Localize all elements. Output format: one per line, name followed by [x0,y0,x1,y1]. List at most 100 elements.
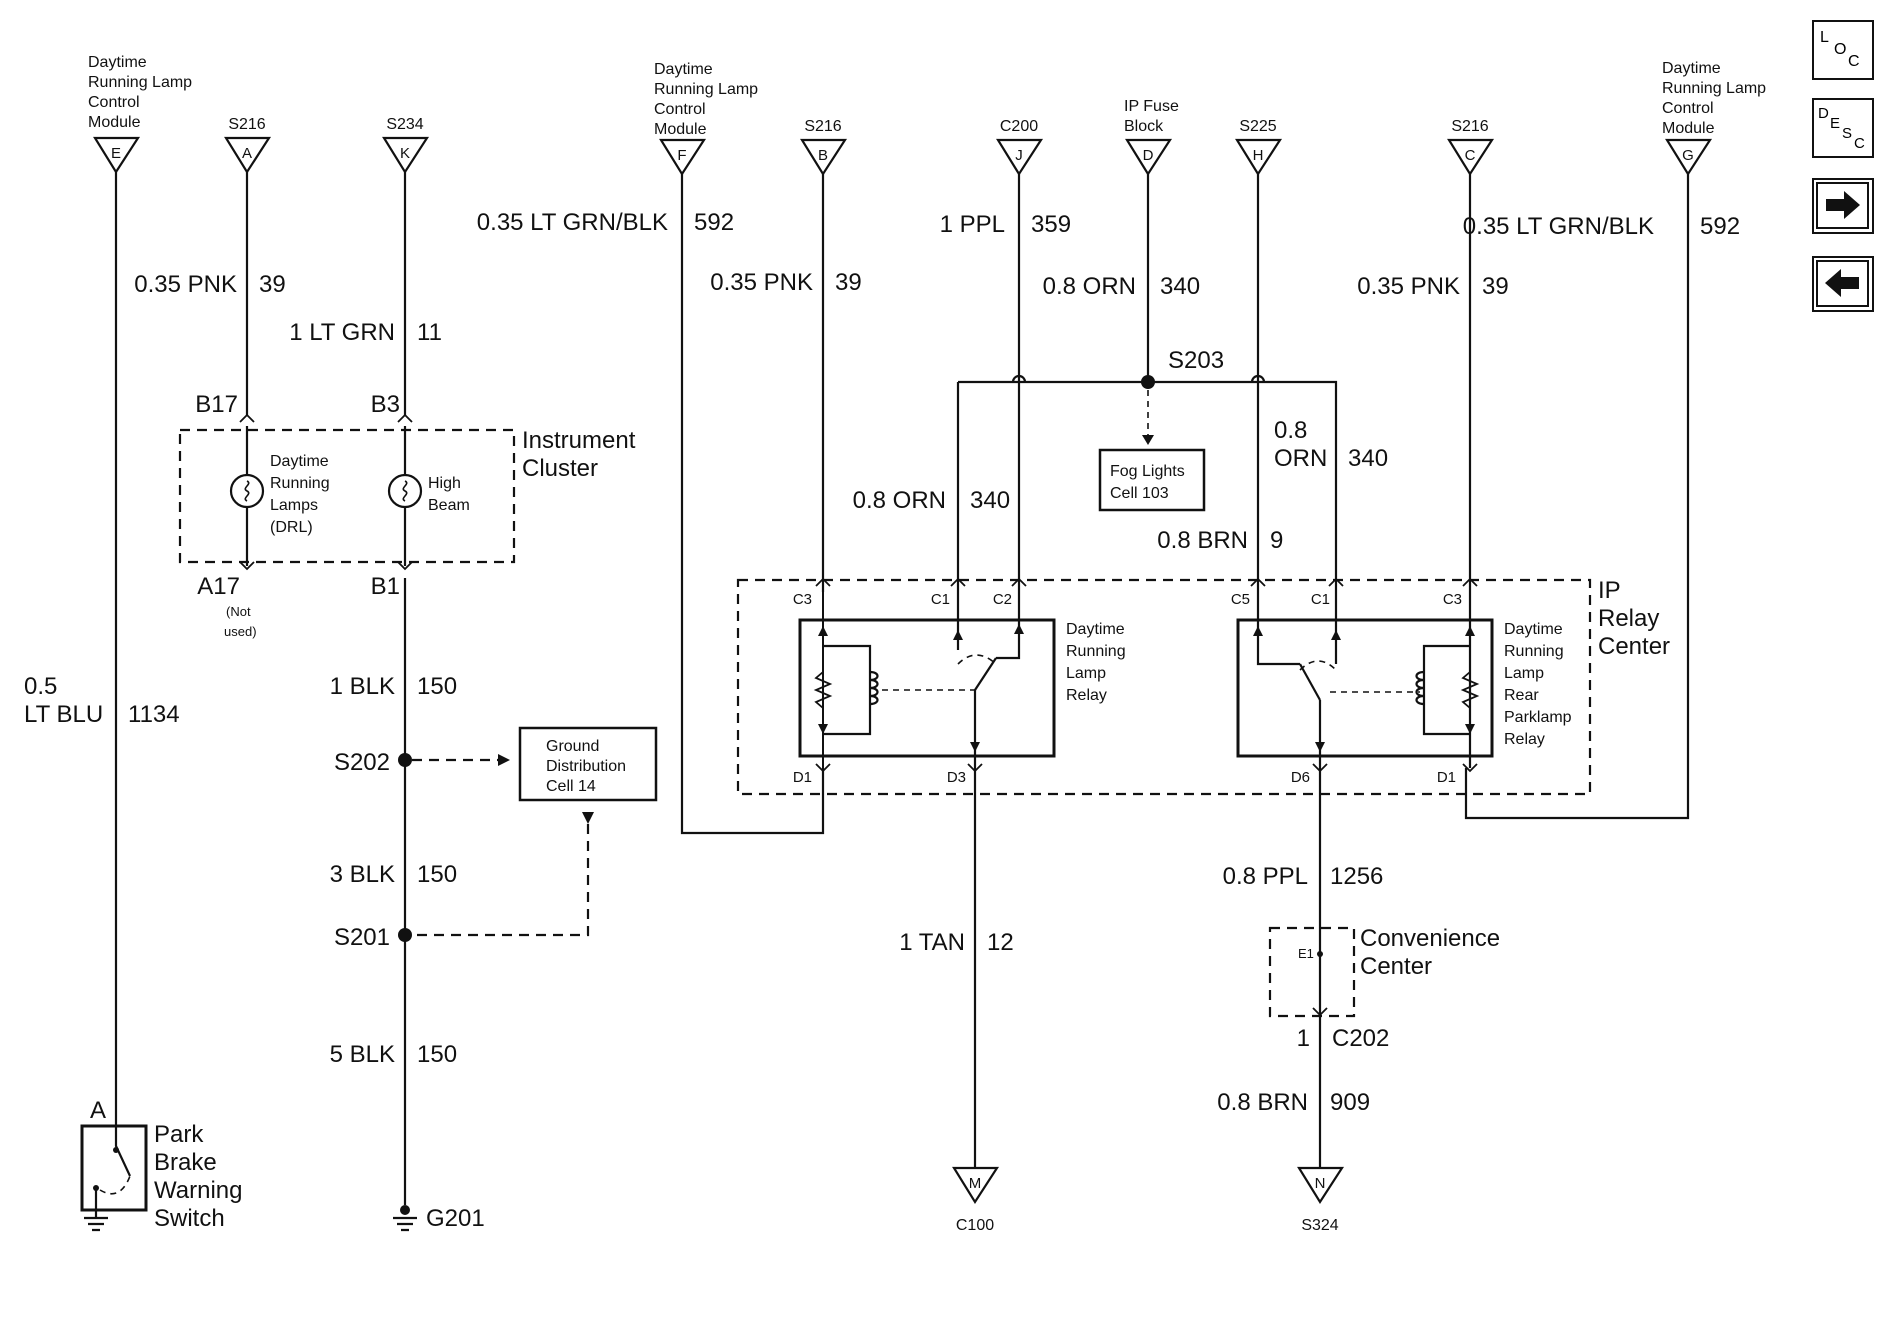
connector-pin: N [1315,1175,1326,1192]
park-brake-warning-switch: A Park Brake Warning Switch [80,1097,242,1232]
relay-center-title: IP [1598,577,1621,604]
connector-triangle [1125,138,1173,177]
connector-triangle [952,1166,1000,1205]
relay-pin: C2 [993,591,1012,608]
relay-center-title: Relay [1598,605,1659,632]
connector-pin: H [1253,147,1264,164]
cluster-title: Instrument [522,427,636,454]
loc-icon: L O C [1820,29,1860,70]
connector-pin: E [111,145,121,162]
connector-n: N S324 [1297,1166,1345,1234]
ref-line: Cell 14 [546,778,596,795]
ground-distribution-reference: Ground Distribution Cell 14 [412,726,658,937]
instrument-cluster: Instrument Cluster B17 B3 A17 B1 (Not us… [178,391,636,639]
relay-label: Daytime [1066,621,1125,638]
connector-title-line: Module [88,114,141,131]
connector-triangle [1235,138,1283,177]
wire-size: LT BLU [24,701,103,728]
ground-icon [393,1216,417,1232]
connector-triangle [1297,1166,1345,1205]
wire-circuit: 359 [1031,211,1071,238]
connector-title-line: Running Lamp [654,81,758,98]
connector-triangle [1665,138,1713,177]
cluster-title: Cluster [522,455,598,482]
connector-pin: J [1015,147,1023,164]
relay-center-title: Center [1598,633,1670,660]
switch-title: Switch [154,1205,225,1232]
right-arrow-icon [1816,182,1869,229]
lamp-label: (DRL) [270,519,313,536]
wire-size: 0.35 LT GRN/BLK [1463,213,1654,240]
connector-title-line: Control [88,94,140,111]
convenience-title: Center [1360,953,1432,980]
wire-size: 1 PPL [940,211,1005,238]
ref-line: Distribution [546,758,626,775]
wire-size: 5 BLK [330,1041,395,1068]
wire-circuit: 909 [1330,1089,1370,1116]
connector-pin: F [677,147,686,164]
connector-title-line: IP Fuse [1124,98,1179,115]
lamp-label: High [428,475,461,492]
wire-circuit: 592 [694,209,734,236]
wire-size: 0.35 PNK [710,269,813,296]
wire-size: 0.8 [1274,417,1307,444]
connector-ref: S216 [1451,118,1488,135]
next-button[interactable] [1812,178,1874,234]
lamp-bulb-icon [387,473,423,509]
connector-title-line: Daytime [654,61,713,78]
wire-circuit: 340 [970,487,1010,514]
wire-circuit: 11 [417,319,442,346]
connector-ref: S324 [1301,1217,1338,1234]
wire-circuit: 39 [259,271,286,298]
connector-triangle [659,138,707,177]
relay-label: Lamp [1504,665,1544,682]
connector-title-line: Module [654,121,707,138]
drl-relay [798,618,1056,758]
wire-circuit: 9 [1270,527,1283,554]
svg-text:E: E [1830,115,1840,132]
ground-g201: G201 [393,1205,485,1232]
relay-label: Running [1504,643,1564,660]
loc-button[interactable]: L O C [1812,20,1874,80]
switch-title: Park [154,1121,204,1148]
wire-size: 0.8 ORN [1043,273,1136,300]
wire-size: 0.8 BRN [1217,1089,1308,1116]
splice-s203: S203 [1141,347,1224,389]
relay-label: Lamp [1066,665,1106,682]
lamp-label: Beam [428,497,470,514]
connector-c: S216 C [1447,118,1495,177]
prev-button[interactable] [1812,256,1874,312]
ref-line: Fog Lights [1110,463,1185,480]
wire-size: 0.5 [24,673,57,700]
wire-circuit: 340 [1160,273,1200,300]
lamp-bulb-icon [229,473,265,509]
wires [114,172,1690,1205]
switch-pin: A [90,1097,106,1124]
connector-pin: B [818,147,828,164]
wire-size: 0.35 LT GRN/BLK [477,209,668,236]
connector-triangle [996,138,1044,177]
relay-pin: D1 [793,769,812,786]
relay-label: Running [1066,643,1126,660]
svg-text:D: D [1818,105,1829,122]
ground-icon [84,1216,108,1232]
wire-circuit: 39 [1482,273,1509,300]
wire-size: 1 BLK [330,673,395,700]
connector-title-line: Daytime [88,54,147,71]
fog-lights-reference: Fog Lights Cell 103 [1098,390,1206,512]
relay-label: Relay [1504,731,1545,748]
relay-pin: C5 [1231,591,1250,608]
connector-h: S225 H [1235,118,1283,177]
connector-title-line: Control [1662,100,1714,117]
connector-f: Daytime Running Lamp Control Module F [654,61,758,177]
connector-pin: K [400,145,410,162]
relay-label: Parklamp [1504,709,1572,726]
cluster-pin: B1 [371,573,400,600]
wire-size: 3 BLK [330,861,395,888]
wire-circuit: 39 [835,269,862,296]
wire-crossover [1250,374,1266,383]
wire-size: 0.35 PNK [1357,273,1460,300]
wire-crossover [1011,374,1027,383]
desc-button[interactable]: D E S C [1812,98,1874,158]
